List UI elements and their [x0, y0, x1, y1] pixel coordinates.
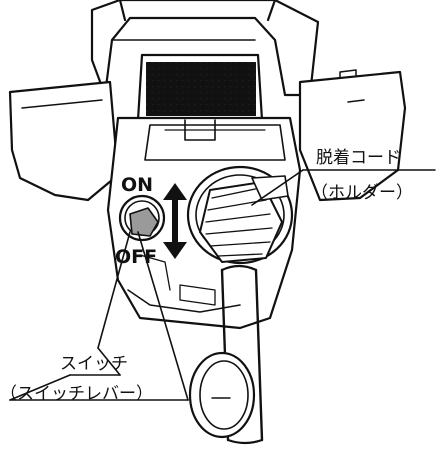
cord-holder [186, 165, 294, 265]
leader-lines [9, 169, 436, 401]
cord-cap [188, 351, 256, 439]
off-label: OFF [115, 246, 158, 268]
on-label: ON [121, 174, 154, 196]
switch-label: スイッチ [60, 354, 128, 374]
vent-grille [136, 53, 264, 122]
double-arrow-icon [163, 183, 187, 259]
detach-cord-sub-label: （ホルダー） [311, 183, 413, 203]
tool-side-housing [8, 69, 407, 202]
switch-lever [118, 194, 166, 242]
switch-sub-label: （スイッチレバー） [0, 384, 153, 404]
detach-cord-label: 脱着コード [316, 148, 401, 168]
